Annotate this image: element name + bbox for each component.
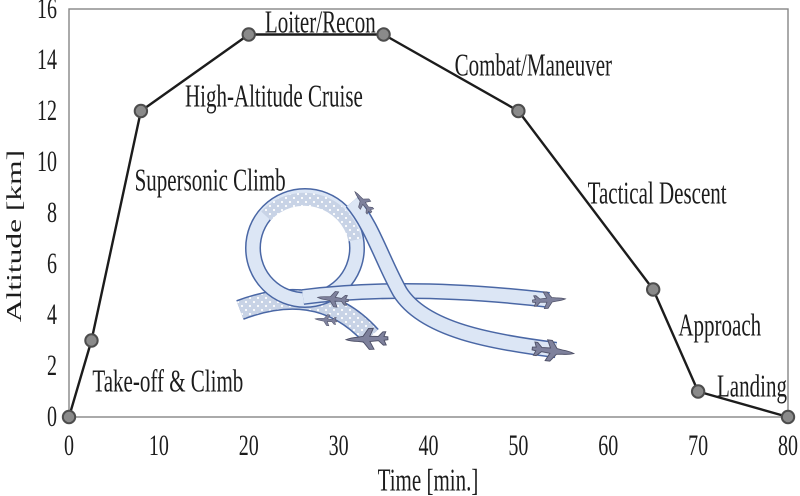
annotation-high-alt-cruise: High-Altitude Cruise bbox=[184, 77, 363, 114]
x-tick-label: 0 bbox=[64, 429, 74, 463]
plot-border bbox=[68, 8, 789, 418]
data-point-marker bbox=[133, 103, 149, 119]
data-point-marker bbox=[511, 103, 526, 119]
data-point-marker bbox=[690, 384, 706, 399]
annotation-landing: Landing bbox=[716, 368, 787, 405]
x-tick-label: 70 bbox=[688, 429, 709, 463]
annotation-approach: Approach bbox=[678, 307, 762, 344]
data-point-marker bbox=[241, 27, 256, 42]
y-tick-label: 10 bbox=[37, 145, 57, 179]
ribbon-loop-dotted-arc bbox=[261, 192, 362, 242]
x-tick-label: 10 bbox=[148, 429, 169, 463]
fighter-jet-icon bbox=[530, 337, 576, 365]
x-axis-title: Time [min.] bbox=[377, 462, 479, 496]
y-axis-title: Altitude [km] bbox=[2, 149, 26, 323]
series-layer bbox=[61, 27, 796, 425]
y-tick-label: 16 bbox=[37, 0, 57, 26]
x-tick-label: 60 bbox=[598, 429, 619, 463]
x-tick-label: 30 bbox=[328, 429, 349, 463]
data-point-marker bbox=[376, 27, 391, 42]
annotation-supersonic-climb: Supersonic Climb bbox=[134, 161, 286, 198]
x-tick-label: 80 bbox=[778, 429, 798, 463]
mission-profile-line bbox=[67, 33, 789, 419]
ribbon-tail-lower bbox=[346, 197, 557, 357]
x-tick-label: 50 bbox=[508, 429, 529, 463]
data-point-marker bbox=[61, 409, 77, 425]
annotation-loiter-recon: Loiter/Recon bbox=[264, 3, 376, 40]
y-tick-label: 6 bbox=[47, 247, 57, 281]
x-tick-label: 40 bbox=[418, 429, 439, 463]
data-point-marker bbox=[645, 282, 661, 297]
data-point-marker bbox=[780, 409, 796, 425]
maneuver-ribbon-graphic bbox=[236, 187, 576, 365]
x-tick-label: 20 bbox=[238, 429, 259, 463]
y-tick-label: 14 bbox=[37, 43, 57, 77]
y-tick-label: 2 bbox=[47, 349, 57, 383]
annotation-tactical-descent: Tactical Descent bbox=[587, 174, 727, 211]
annotation-takeoff-climb: Take-off & Climb bbox=[92, 363, 244, 400]
y-tick-label: 4 bbox=[47, 298, 57, 332]
annotation-combat-maneuver: Combat/Maneuver bbox=[454, 47, 613, 84]
data-point-marker bbox=[84, 333, 99, 348]
y-tick-label: 8 bbox=[47, 196, 57, 230]
y-tick-label: 12 bbox=[37, 94, 57, 128]
y-tick-label: 0 bbox=[47, 400, 57, 434]
